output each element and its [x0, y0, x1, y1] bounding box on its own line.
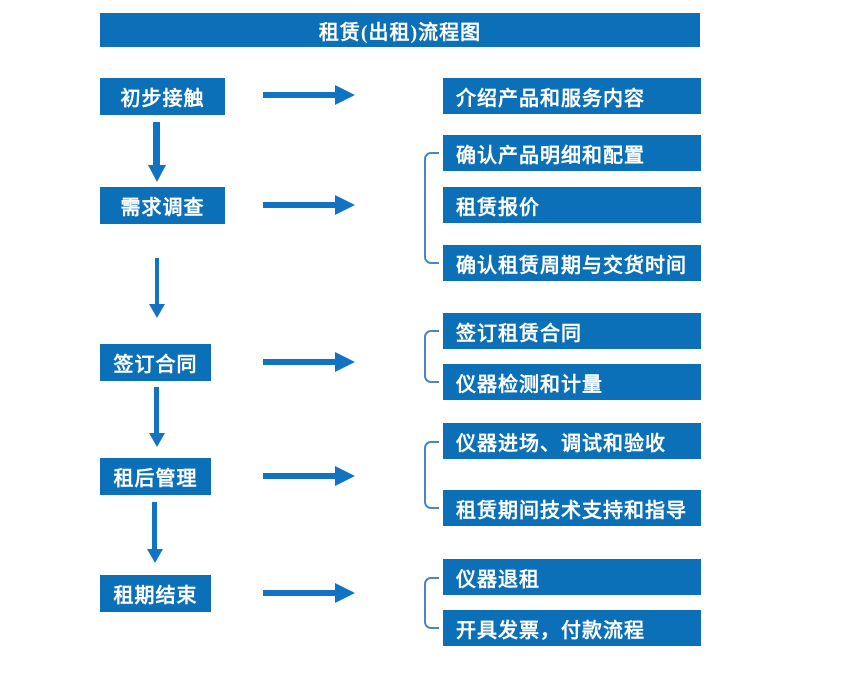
detail-box-introduce-products: 介绍产品和服务内容 — [443, 78, 701, 114]
right-arrow-icon — [263, 85, 355, 105]
detail-box-technical-support: 租赁期间技术支持和指导 — [443, 490, 701, 526]
step-box-lease-end: 租期结束 — [100, 575, 211, 612]
down-arrow-icon — [155, 258, 159, 304]
step-box-sign-contract: 签订合同 — [100, 344, 211, 381]
bracket-icon — [424, 441, 439, 509]
detail-box-confirm-product-details: 确认产品明细和配置 — [443, 135, 701, 171]
step-box-post-rental-management: 租后管理 — [100, 458, 211, 495]
down-arrow-icon — [154, 387, 159, 433]
step-box-demand-survey: 需求调查 — [100, 187, 225, 224]
detail-box-instrument-return: 仪器退租 — [443, 559, 701, 595]
bracket-icon — [424, 330, 439, 383]
right-arrow-icon — [263, 352, 355, 372]
bracket-icon — [424, 577, 439, 629]
down-arrow-icon — [153, 122, 160, 165]
step-box-initial-contact: 初步接触 — [100, 78, 225, 115]
flowchart-title: 租赁(出租)流程图 — [100, 13, 700, 47]
down-arrow-icon — [152, 502, 157, 549]
detail-box-rental-quote: 租赁报价 — [443, 187, 701, 223]
detail-box-instrument-testing: 仪器检测和计量 — [443, 364, 701, 400]
detail-box-instrument-entry-debug: 仪器进场、调试和验收 — [443, 423, 701, 459]
right-arrow-icon — [263, 195, 355, 215]
bracket-icon — [424, 152, 439, 264]
right-arrow-icon — [263, 583, 355, 603]
detail-box-sign-rental-contract: 签订租赁合同 — [443, 313, 701, 349]
detail-box-confirm-period-delivery: 确认租赁周期与交货时间 — [443, 245, 701, 281]
detail-box-invoice-payment: 开具发票，付款流程 — [443, 610, 701, 646]
right-arrow-icon — [263, 466, 355, 486]
